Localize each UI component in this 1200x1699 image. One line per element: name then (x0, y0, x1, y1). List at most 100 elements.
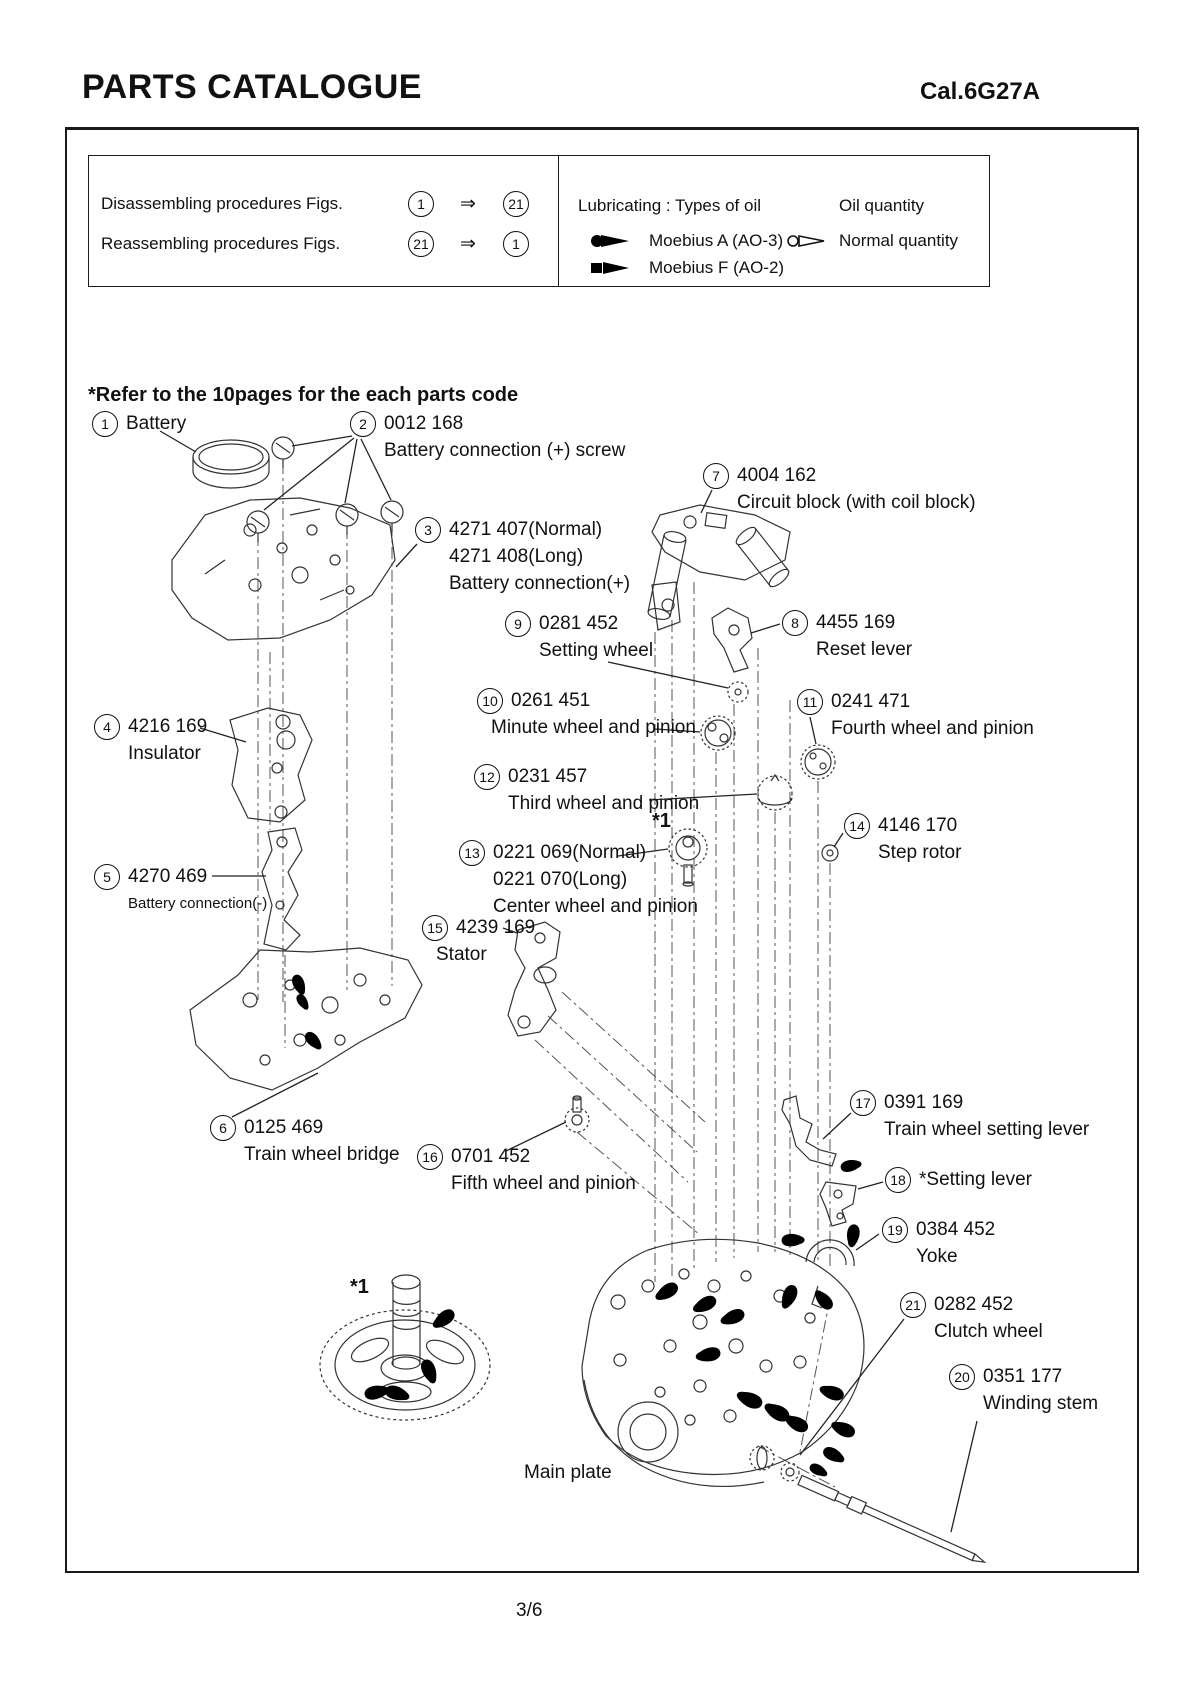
part-name: Battery connection(+) (449, 573, 631, 594)
part-number-badge: 21 (900, 1291, 926, 1318)
part-name: Yoke (916, 1246, 958, 1267)
footnote-marker-1: *1 (652, 810, 671, 832)
part-callout-21: 21 0282 452 Clutch wheel (900, 1291, 1043, 1345)
part-number-badge: 6 (210, 1114, 236, 1141)
part-name: Setting wheel (539, 640, 654, 661)
reassembling-to-badge: 1 (503, 231, 529, 257)
part-callout-10: 10 0261 451 Minute wheel and pinion (477, 687, 696, 741)
part-number-badge: 8 (782, 609, 808, 636)
part-number-badge: 10 (477, 687, 503, 714)
part-callout-3: 3 4271 407(Normal) 4271 408(Long) Battery … (415, 516, 630, 597)
part-code: 4216 169 (128, 716, 208, 737)
part-number-badge: 3 (415, 516, 441, 543)
oil-quantity-label: Oil quantity (839, 196, 925, 215)
part-name: Reset lever (816, 639, 913, 660)
part-code: 4271 407(Normal) (449, 519, 603, 540)
disassembling-label: Disassembling procedures Figs. (101, 194, 343, 213)
lubricating-title: Lubricating : Types of oil (578, 196, 762, 215)
footnote-marker-1: *1 (350, 1276, 369, 1298)
part-code: 4455 169 (816, 612, 896, 633)
part-number-badge: 4 (94, 713, 120, 740)
part-name: Winding stem (983, 1393, 1099, 1414)
part-number-badge: 12 (474, 763, 500, 790)
part-number-badge: 17 (850, 1089, 876, 1116)
reassembling-label: Reassembling procedures Figs. (101, 234, 341, 253)
part-code: 0221 070(Long) (493, 869, 628, 890)
parts-code-note: *Refer to the 10pages for the each parts… (88, 384, 519, 406)
part-callout-2: 2 0012 168 Battery connection (+) screw (350, 410, 625, 464)
reassembling-from-badge: 21 (408, 231, 434, 257)
oil-a-icon (591, 235, 629, 247)
part-name: Train wheel bridge (244, 1144, 400, 1165)
part-code: 0241 471 (831, 691, 911, 712)
legend-divider (558, 156, 559, 286)
disassembling-from-badge: 1 (408, 191, 434, 217)
part-name: Circuit block (with coil block) (737, 492, 976, 513)
part-code: 0701 452 (451, 1146, 531, 1167)
content-border-box (65, 127, 1139, 1573)
part-callout-18: 18*Setting lever (885, 1166, 1032, 1193)
part-number-badge: 5 (94, 863, 120, 890)
part-number-badge: 13 (459, 839, 485, 866)
part-number-badge: 14 (844, 812, 870, 839)
part-name: Fifth wheel and pinion (451, 1173, 636, 1194)
part-number-badge: 1 (92, 410, 118, 437)
part-name: *Setting lever (919, 1169, 1033, 1190)
oil-a-label: Moebius A (AO-3) (649, 231, 784, 250)
part-code: 4270 469 (128, 866, 208, 887)
part-code: 0281 452 (539, 613, 619, 634)
part-code: 0261 451 (511, 690, 591, 711)
part-number-badge: 2 (350, 410, 376, 437)
arrow-glyph: ⇒ (460, 193, 476, 215)
caliber-number: Cal.6G27A (919, 78, 1040, 105)
part-number-badge: 11 (797, 688, 823, 715)
oil-f-icon (591, 262, 629, 274)
part-name: Minute wheel and pinion (491, 717, 696, 738)
part-code: 0384 452 (916, 1219, 996, 1240)
part-code: 0282 452 (934, 1294, 1014, 1315)
part-callout-9: 9 0281 452 Setting wheel (505, 610, 653, 664)
part-name: Battery connection(-) (128, 895, 268, 912)
normal-quantity-icon (787, 235, 825, 247)
arrow-glyph: ⇒ (460, 233, 476, 255)
part-number-badge: 7 (703, 462, 729, 489)
part-name: Step rotor (878, 842, 962, 863)
legend-box: Disassembling procedures Figs. 1 ⇒ 21 Re… (88, 155, 990, 287)
part-name: Fourth wheel and pinion (831, 718, 1034, 739)
part-code: 0012 168 (384, 413, 464, 434)
main-plate-label: Main plate (524, 1462, 612, 1483)
part-number-badge: 15 (422, 914, 448, 941)
part-callout-1: 1 Battery (92, 410, 186, 437)
page-title: PARTS CATALOGUE (82, 68, 422, 106)
part-callout-12: 12 0231 457 Third wheel and pinion (474, 763, 699, 817)
part-name: Center wheel and pinion (493, 896, 698, 917)
part-callout-7: 7 4004 162 Circuit block (with coil block… (703, 462, 976, 516)
part-callout-8: 8 4455 169 Reset lever (782, 609, 912, 663)
part-callout-17: 17 0391 169 Train wheel setting lever (850, 1089, 1089, 1143)
part-name: Battery (126, 413, 187, 434)
part-code: 4271 408(Long) (449, 546, 584, 567)
part-code: 4004 162 (737, 465, 817, 486)
part-callout-11: 11 0241 471 Fourth wheel and pinion (797, 688, 1034, 742)
part-number-badge: 16 (417, 1143, 443, 1170)
part-name: Stator (436, 944, 487, 965)
part-callout-5: 5 4270 469 Battery connection(-) (94, 863, 267, 917)
normal-quantity-label: Normal quantity (839, 231, 959, 250)
disassembling-to-badge: 21 (503, 191, 529, 217)
part-name: Third wheel and pinion (508, 793, 700, 814)
part-code: 4239 169 (456, 917, 536, 938)
part-code: 0351 177 (983, 1366, 1063, 1387)
part-name: Train wheel setting lever (884, 1119, 1090, 1140)
part-code: 0231 457 (508, 766, 588, 787)
part-code: 0391 169 (884, 1092, 964, 1113)
part-name: Clutch wheel (934, 1321, 1043, 1342)
part-name: Battery connection (+) screw (384, 440, 626, 461)
page-number: 3/6 (516, 1600, 543, 1621)
part-number-badge: 9 (505, 610, 531, 637)
part-callout-16: 16 0701 452 Fifth wheel and pinion (417, 1143, 636, 1197)
